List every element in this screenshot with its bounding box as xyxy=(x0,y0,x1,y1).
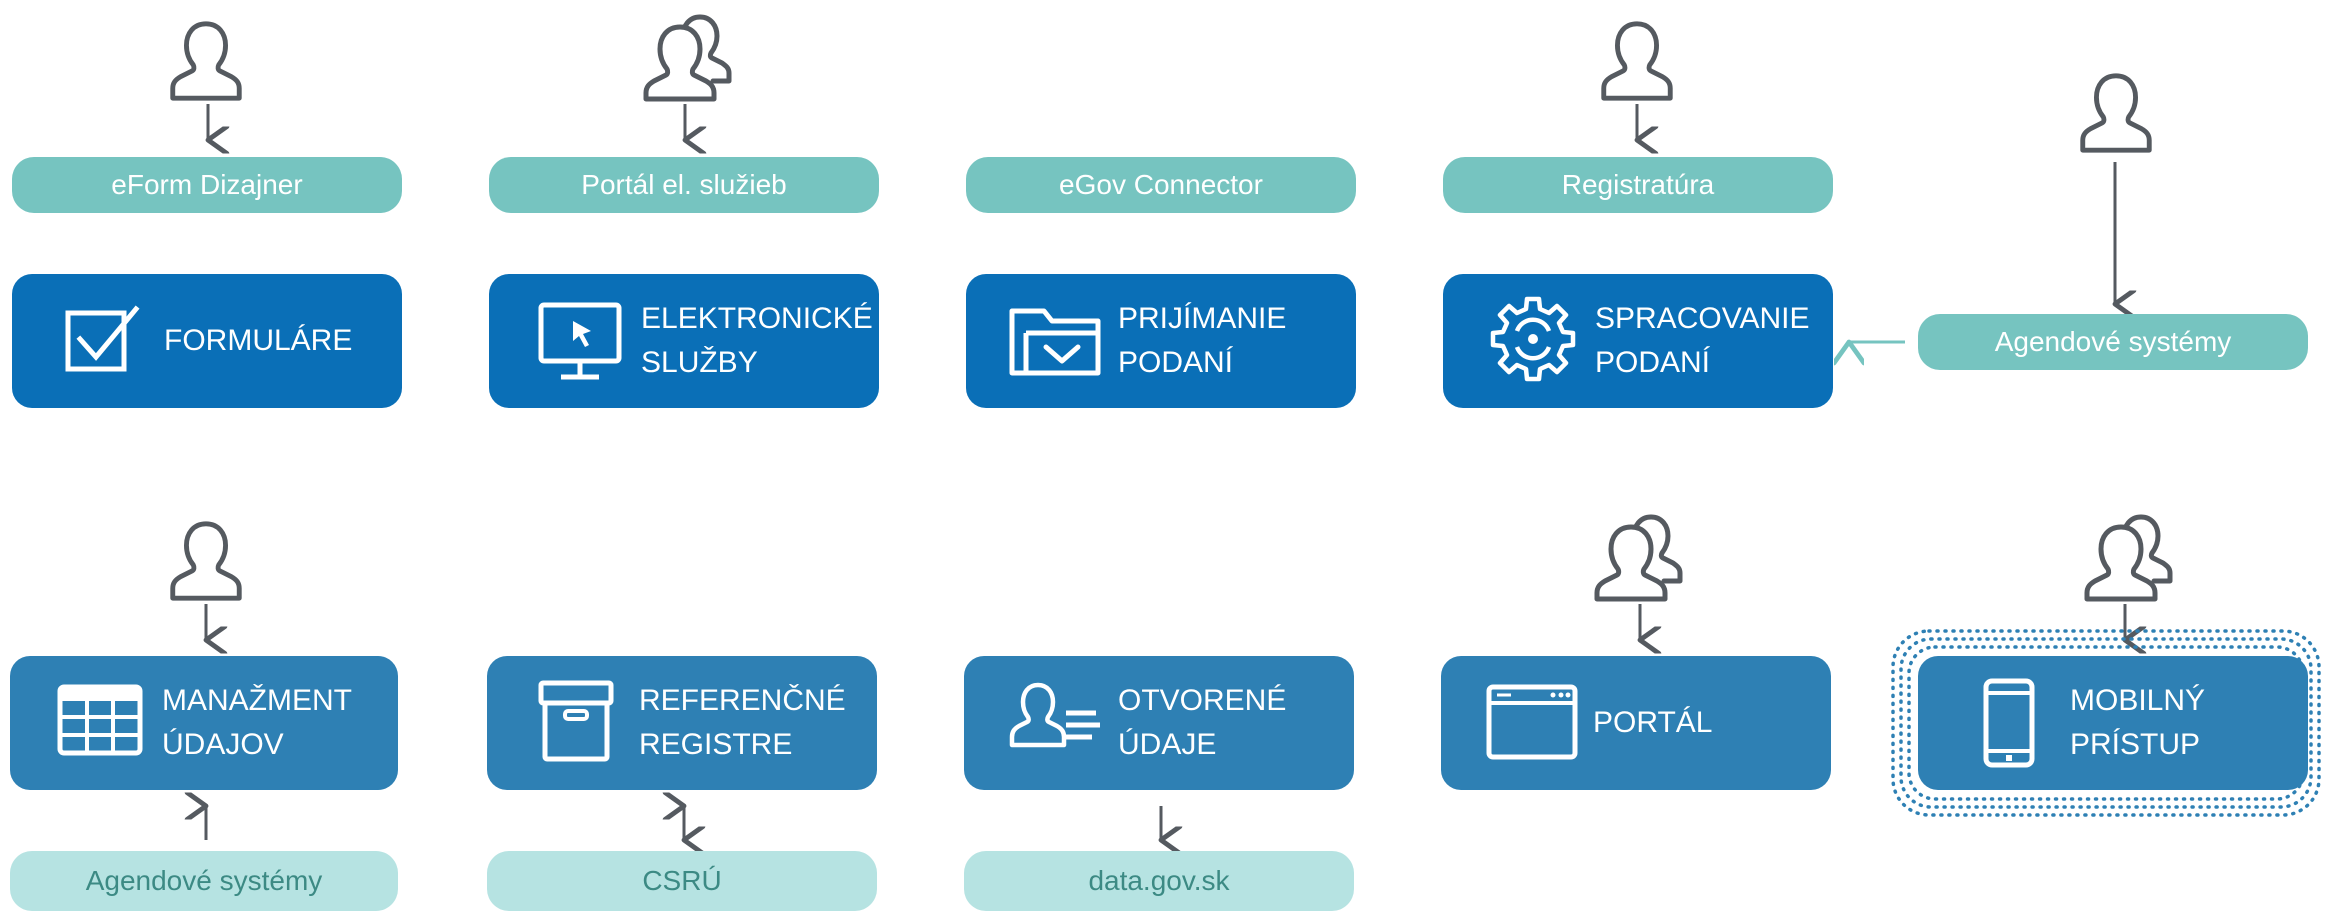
tool-pill-portal-sluzieb[interactable]: Portál el. služieb xyxy=(489,157,879,213)
module-label: OTVORENÉ ÚDAJE xyxy=(1118,684,1287,761)
tool-pill-eform[interactable]: eForm Dizajner xyxy=(12,157,402,213)
user-group-icon xyxy=(1593,510,1693,606)
module-label: ELEKTRONICKÉ SLUŽBY xyxy=(641,302,873,379)
module-card-mobilny-pristup[interactable]: MOBILNÝ PRÍSTUP xyxy=(1918,656,2308,790)
user-icon xyxy=(1597,18,1677,106)
user-group-icon xyxy=(642,10,742,106)
tool-pill-egov-connector[interactable]: eGov Connector xyxy=(966,157,1356,213)
arrow-up-icon xyxy=(198,802,214,840)
module-label: REFERENČNÉ REGISTRE xyxy=(639,684,846,761)
arrow-down-icon xyxy=(1153,806,1169,844)
source-pill-data-gov-sk[interactable]: data.gov.sk xyxy=(964,851,1354,911)
arrow-down-icon xyxy=(677,104,693,144)
monitor-cursor-icon xyxy=(538,302,622,380)
module-card-manazment-udajov[interactable]: MANAŽMENT ÚDAJOV xyxy=(10,656,398,790)
user-group-icon xyxy=(2083,510,2183,606)
module-card-referencne-registre[interactable]: REFERENČNÉ REGISTRE xyxy=(487,656,877,790)
checkbox-icon xyxy=(65,305,140,372)
module-label: SPRACOVANIE PODANÍ xyxy=(1595,302,1810,379)
arrow-down-icon xyxy=(198,604,214,644)
arrow-down-icon xyxy=(2107,162,2123,308)
arrow-both-icon xyxy=(676,800,692,846)
module-card-spracovanie-podani[interactable]: SPRACOVANIE PODANÍ xyxy=(1443,274,1833,408)
arrow-down-icon xyxy=(1629,104,1645,144)
arrow-down-icon xyxy=(2117,604,2133,644)
open-data-icon xyxy=(1009,682,1100,748)
source-pill-csru[interactable]: CSRÚ xyxy=(487,851,877,911)
module-card-otvorene-udaje[interactable]: OTVORENÉ ÚDAJE xyxy=(964,656,1354,790)
module-label: PORTÁL xyxy=(1593,706,1713,739)
arrow-down-icon xyxy=(1632,604,1648,644)
tool-pill-registratura[interactable]: Registratúra xyxy=(1443,157,1833,213)
archive-box-icon xyxy=(538,680,614,762)
module-card-elektronicke-sluzby[interactable]: ELEKTRONICKÉ SLUŽBY xyxy=(489,274,879,408)
user-icon xyxy=(166,518,246,606)
table-icon xyxy=(57,684,143,756)
gear-icon xyxy=(1490,296,1576,382)
user-icon xyxy=(2076,70,2156,158)
smartphone-icon xyxy=(1983,678,2035,768)
module-label: FORMULÁRE xyxy=(164,324,353,357)
module-card-formulare[interactable]: FORMULÁRE xyxy=(12,274,402,408)
user-icon xyxy=(166,18,246,106)
module-card-portal[interactable]: PORTÁL xyxy=(1441,656,1831,790)
module-label: MOBILNÝ PRÍSTUP xyxy=(2070,684,2206,761)
module-card-prijimanie-podani[interactable]: PRIJÍMANIE PODANÍ xyxy=(966,274,1356,408)
folder-check-icon xyxy=(1009,308,1101,376)
source-pill-agendove-systemy[interactable]: Agendové systémy xyxy=(1918,314,2308,370)
arrow-down-icon xyxy=(200,104,216,144)
module-label: MANAŽMENT ÚDAJOV xyxy=(162,684,352,761)
arrow-left-icon xyxy=(1845,332,1905,352)
browser-window-icon xyxy=(1486,684,1578,760)
source-pill-agendove-systemy-2[interactable]: Agendové systémy xyxy=(10,851,398,911)
module-label: PRIJÍMANIE PODANÍ xyxy=(1118,302,1287,379)
